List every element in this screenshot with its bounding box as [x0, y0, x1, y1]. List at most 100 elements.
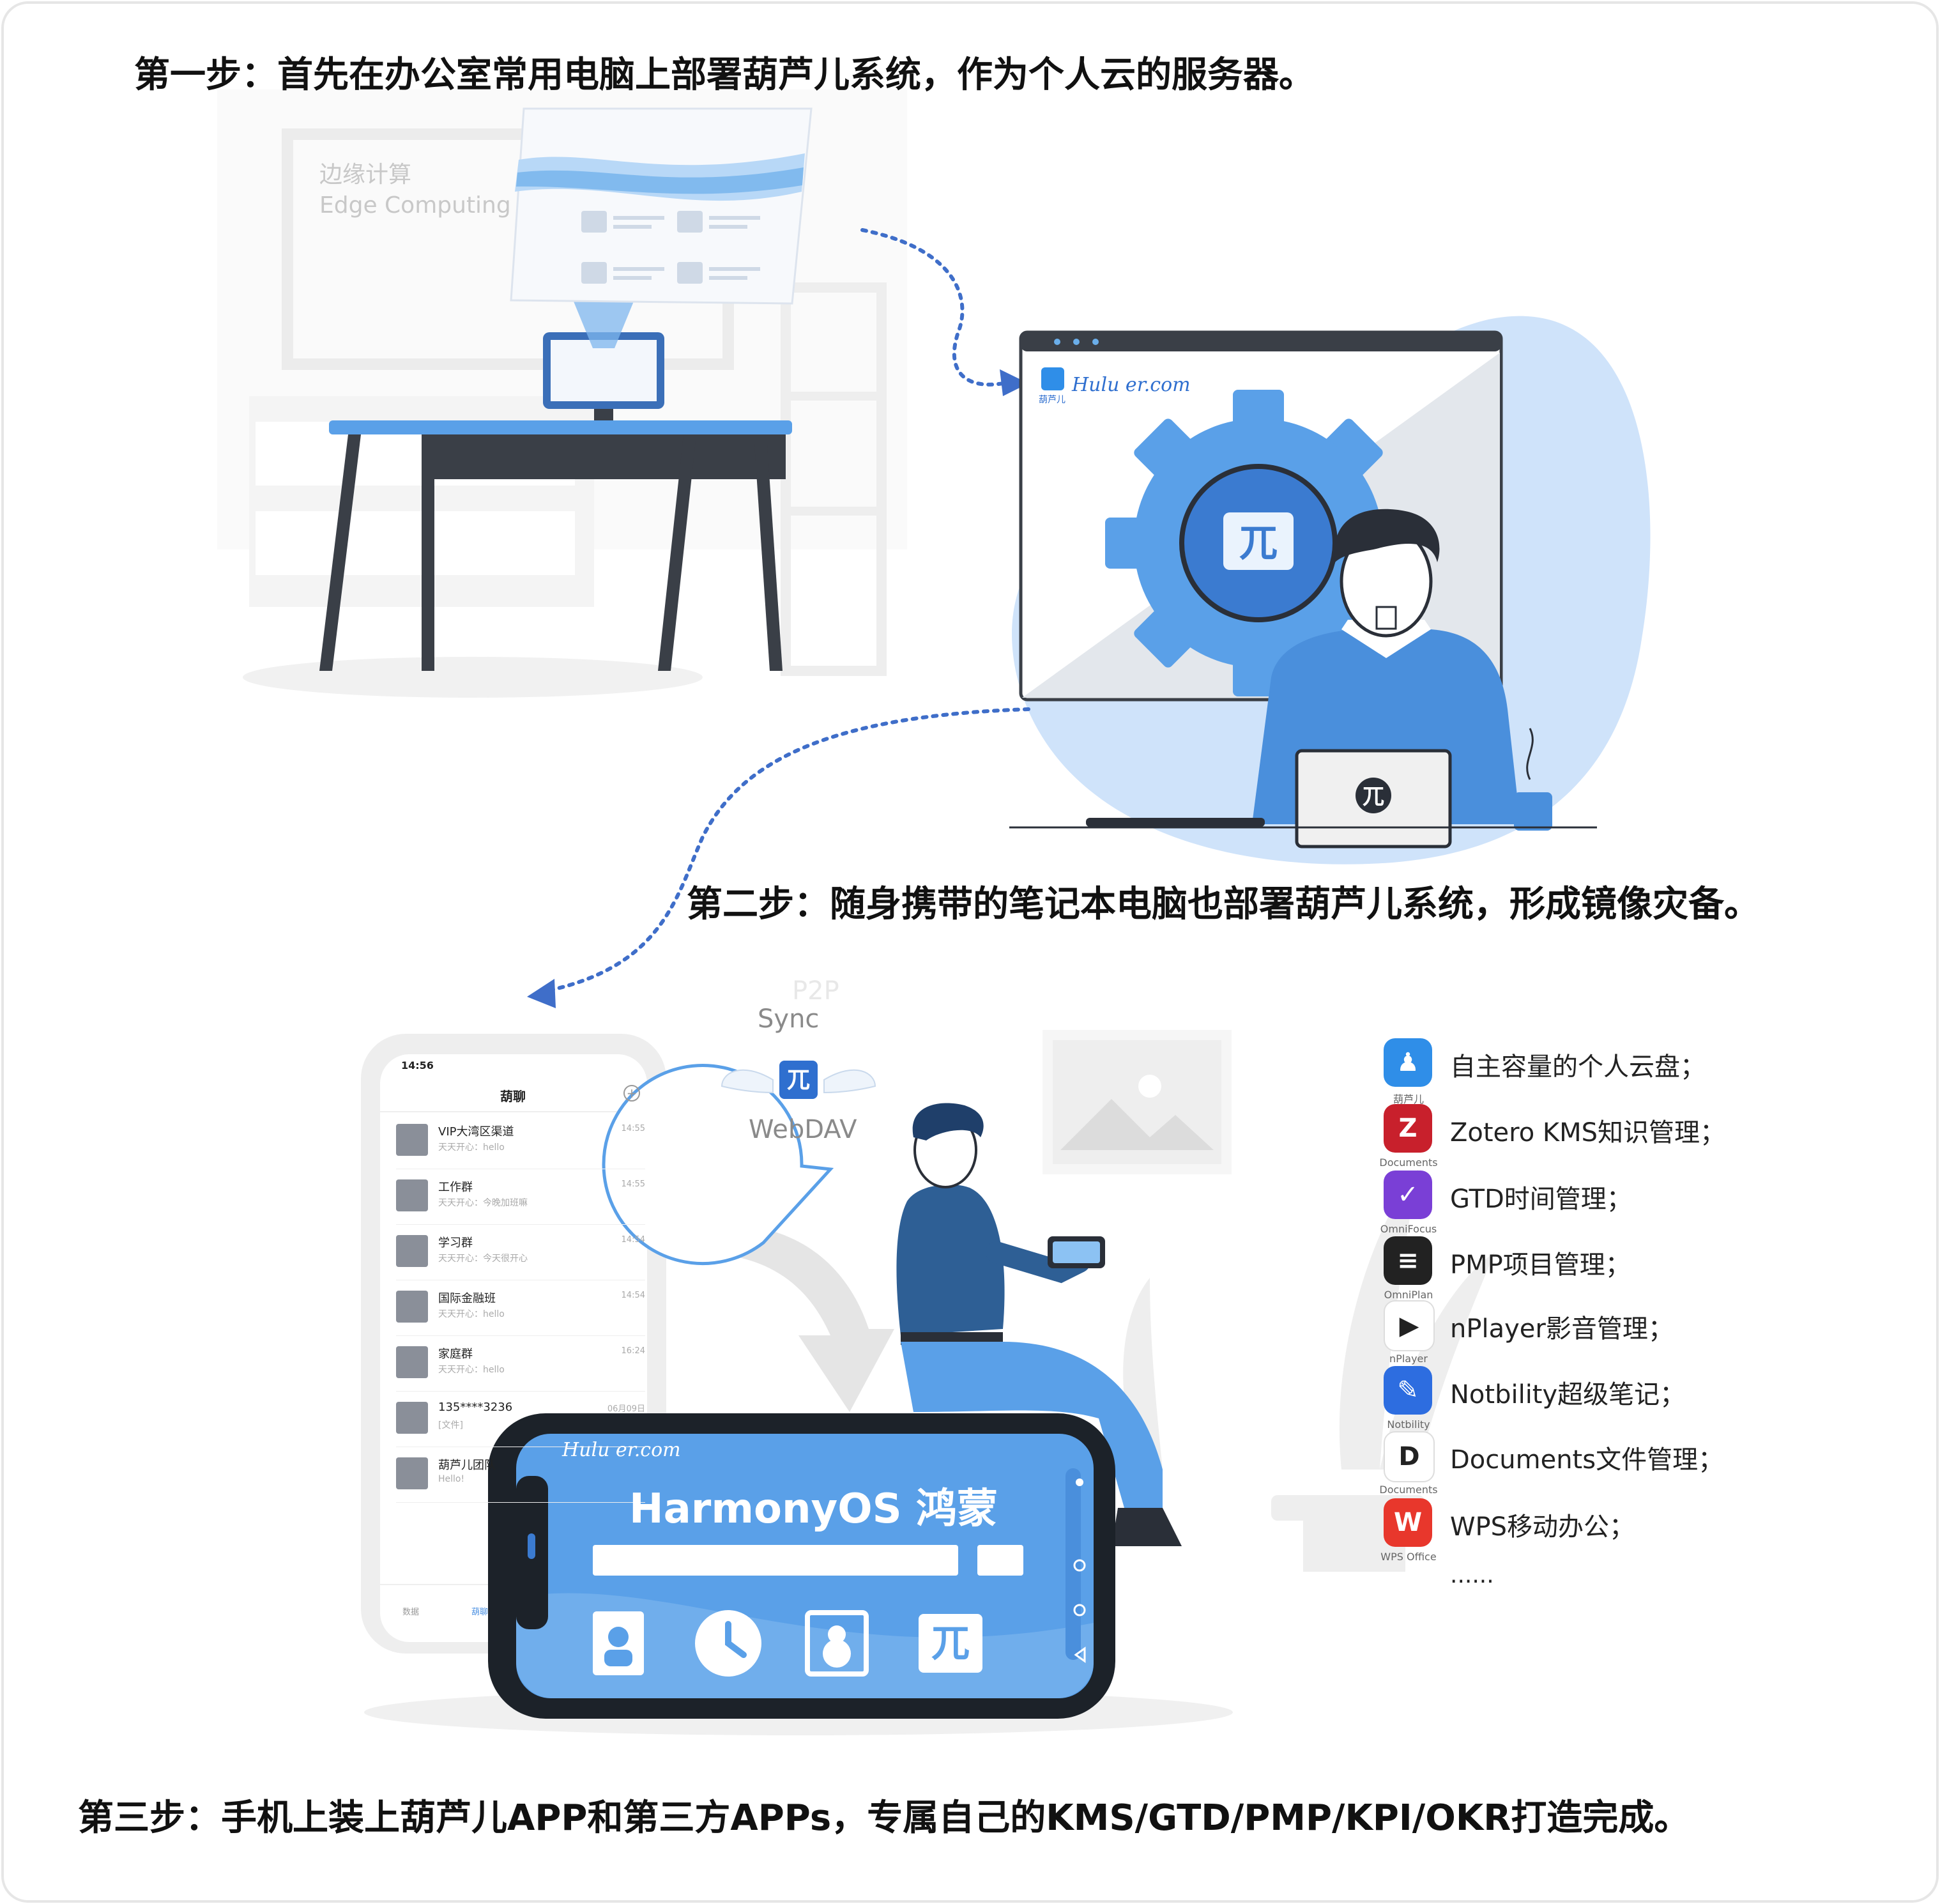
avatar	[396, 1291, 428, 1323]
coffee-cup	[1514, 792, 1552, 831]
chat-name: 学习群	[438, 1236, 473, 1250]
chat-time: 14:54	[621, 1291, 645, 1300]
chat-row[interactable]: 工作群天天开心：今晚加班嘛 14:55	[396, 1171, 645, 1225]
chat-name: VIP大湾区渠道	[438, 1125, 514, 1139]
harmony-brand-site: Hulu er.com	[562, 1439, 681, 1461]
chat-name: 国际金融班	[438, 1292, 496, 1305]
app-icon: ✎	[1384, 1366, 1432, 1415]
curve-arrow	[690, 1224, 894, 1412]
svg-text:兀: 兀	[1363, 784, 1384, 810]
app-caption: 葫芦儿	[1393, 1093, 1424, 1105]
avatar	[396, 1457, 428, 1489]
svg-text:兀: 兀	[931, 1621, 970, 1666]
tab-data[interactable]: 数据	[402, 1608, 420, 1617]
avatar	[396, 1124, 428, 1156]
man-torso	[896, 1185, 1005, 1335]
chat-row[interactable]: 135****3236 [文件] 06月09日	[396, 1393, 645, 1447]
step3-text: 第三步：手机上装上葫芦儿APP和第三方APPs，专属自己的KMS/GTD/PMP…	[78, 1797, 1690, 1839]
contacts-icon	[593, 1611, 644, 1675]
flow-arrow-1	[860, 228, 1005, 387]
desk-frame	[422, 434, 786, 479]
feature-text: Documents文件管理；	[1450, 1445, 1724, 1475]
chat-message: 天天开心：hello	[438, 1309, 505, 1319]
brand-logo-icon	[1041, 367, 1064, 390]
app-caption: WPS Office	[1380, 1551, 1437, 1563]
chat-row[interactable]: 家庭群天天开心：hello 16:24	[396, 1337, 645, 1392]
app-icon: ♟	[1384, 1038, 1432, 1087]
chat-message: 天天开心：hello	[438, 1142, 505, 1153]
chat-time: 16:24	[621, 1346, 645, 1356]
chat-time: 14:55	[621, 1124, 645, 1133]
step2-text: 第二步：随身携带的笔记本电脑也部署葫芦儿系统，形成镜像灾备。	[687, 884, 1760, 925]
feature-text: GTD时间管理；	[1450, 1185, 1632, 1214]
p2p-label: P2P	[792, 976, 839, 1006]
chat-row[interactable]: VIP大湾区渠道天天开心：hello 14:55	[396, 1115, 645, 1169]
man-legs	[901, 1342, 1163, 1508]
avatar	[396, 1179, 428, 1211]
chat-time: 14:54	[621, 1235, 645, 1245]
chat-row[interactable]: 国际金融班天天开心：hello 14:54	[396, 1282, 645, 1336]
chat-message: 天天开心：hello	[438, 1365, 505, 1375]
desk-leg-mid	[422, 434, 434, 671]
feature-item: Z Documents Zotero KMS知识管理；	[1379, 1104, 1725, 1181]
chat-message: [文件]	[438, 1420, 463, 1431]
gear-icon: 兀	[1105, 390, 1412, 696]
clock-icon	[695, 1610, 761, 1677]
feature-item: ▶ nPlayer nPlayer影音管理；	[1380, 1300, 1674, 1377]
wing-logo-icon: 兀	[721, 1061, 876, 1099]
desk-top	[329, 420, 792, 434]
chat-name: 工作群	[438, 1181, 473, 1194]
add-chat-button[interactable]: +	[623, 1085, 640, 1102]
gourd-app-icon	[805, 1610, 869, 1677]
app-caption: Documents	[1379, 1156, 1438, 1169]
sync-label: Sync	[758, 1004, 820, 1034]
app-icon: ≡	[1384, 1236, 1432, 1285]
app-caption: OmniPlan	[1384, 1289, 1433, 1301]
phone-time: 14:56	[401, 1059, 434, 1071]
harmony-search-input	[593, 1545, 958, 1576]
edge-computing-label: 边缘计算 Edge Computing	[319, 160, 511, 221]
drive-app-icon: 兀	[919, 1614, 982, 1673]
svg-text:兀: 兀	[1239, 521, 1278, 565]
chat-time: 06月09日	[607, 1404, 645, 1414]
app-caption: nPlayer	[1389, 1353, 1428, 1365]
chat-row[interactable]: 学习群天天开心：今天很开心 14:54	[396, 1226, 645, 1280]
app-icon: D	[1384, 1431, 1435, 1482]
harmony-search-button	[977, 1545, 1023, 1576]
app-caption: OmniFocus	[1380, 1223, 1437, 1235]
app-icon: Z	[1384, 1104, 1432, 1153]
avatar	[396, 1235, 428, 1267]
chat-name: 家庭群	[438, 1347, 473, 1361]
chat-message: 天天开心：今晚加班嘛	[438, 1198, 528, 1208]
avatar	[396, 1402, 428, 1434]
feature-text: WPS移动办公；	[1450, 1512, 1635, 1542]
desk-leg-right	[754, 434, 783, 671]
brand-cn: 葫芦儿	[1039, 395, 1065, 405]
app-icon: ▶	[1384, 1300, 1435, 1351]
edge-cn: 边缘计算	[319, 162, 412, 188]
tab-chat[interactable]: 葫聊	[471, 1608, 489, 1617]
phone-title: 葫聊	[500, 1089, 526, 1104]
app-icon: ✓	[1384, 1171, 1432, 1219]
feature-text: Zotero KMS知识管理；	[1450, 1118, 1726, 1148]
chat-time: 14:55	[621, 1179, 645, 1189]
flow-arrow-2	[547, 707, 1030, 992]
edge-en: Edge Computing	[319, 192, 511, 219]
feature-item: ♟葫芦儿自主容量的个人云盘；	[1380, 1038, 1706, 1115]
app-caption: Documents	[1379, 1484, 1438, 1496]
step1-text: 第一步：首先在办公室常用电脑上部署葫芦儿系统，作为个人云的服务器。	[134, 54, 1315, 96]
feature-text: Notbility超级笔记；	[1450, 1380, 1686, 1409]
chat-message: Hello!	[438, 1474, 465, 1484]
harmony-title: HarmonyOS 鸿蒙	[629, 1486, 998, 1533]
feature-text: nPlayer影音管理；	[1450, 1314, 1674, 1344]
more-ellipsis: ......	[1450, 1562, 1494, 1588]
chat-message: 天天开心：今天很开心	[438, 1254, 528, 1264]
desk-leg-left	[319, 434, 361, 671]
chat-name: 135****3236	[438, 1401, 513, 1414]
svg-text:兀: 兀	[787, 1066, 810, 1093]
